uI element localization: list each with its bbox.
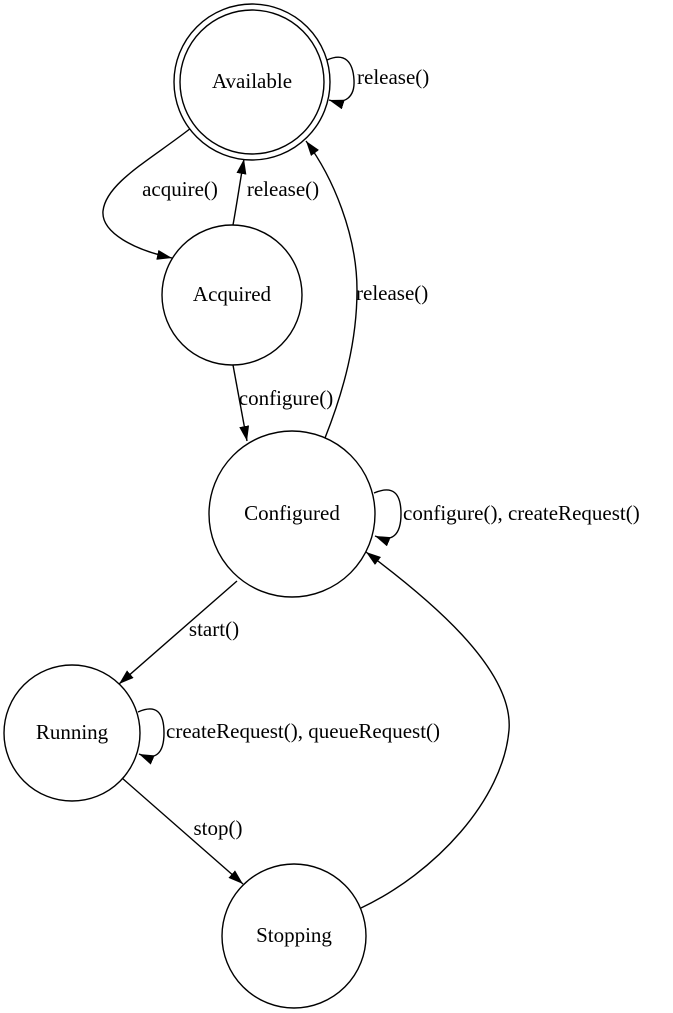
edge-path-release-configured xyxy=(305,140,358,439)
state-stopping: Stopping xyxy=(221,863,367,1009)
edge-configured-to-available: release() xyxy=(305,140,428,439)
edge-available-to-acquired: acquire() xyxy=(102,127,218,260)
state-stopping-label: Stopping xyxy=(256,923,332,947)
edge-path-configure xyxy=(232,364,250,442)
edge-path-acquire xyxy=(102,127,192,260)
edge-acquired-to-configured: configure() xyxy=(232,364,333,442)
edge-configured-to-running: start() xyxy=(118,580,239,685)
edge-available-self: release() xyxy=(326,56,429,110)
edge-acquired-to-available: release() xyxy=(232,158,319,226)
edge-label-release-self-available: release() xyxy=(357,65,429,89)
edge-path-stop xyxy=(121,777,244,885)
state-stopping-circle xyxy=(221,863,367,1009)
edge-path-configured-self xyxy=(373,489,402,547)
state-running-label: Running xyxy=(36,720,109,744)
edge-path-start xyxy=(118,580,238,685)
state-configured-label: Configured xyxy=(244,501,340,525)
edge-running-to-stopping: stop() xyxy=(121,777,244,885)
edge-label-acquire: acquire() xyxy=(142,177,218,201)
state-running-circle xyxy=(3,664,141,802)
state-available-label: Available xyxy=(212,69,292,93)
state-acquired-circle xyxy=(161,224,303,366)
edge-label-start: start() xyxy=(189,617,239,641)
state-available-inner-circle xyxy=(179,9,325,155)
state-acquired: Acquired xyxy=(161,224,303,366)
edge-running-self: createRequest(), queueRequest() xyxy=(137,708,440,765)
edge-path-available-self xyxy=(326,56,355,110)
edge-label-release-configured: release() xyxy=(356,281,428,305)
edge-label-configure: configure() xyxy=(239,386,333,410)
state-acquired-label: Acquired xyxy=(193,282,272,306)
state-configured-circle xyxy=(208,430,376,598)
edge-stopping-to-configured xyxy=(360,551,510,909)
edge-path-running-self xyxy=(137,708,165,765)
edge-configured-self: configure(), createRequest() xyxy=(373,489,640,547)
edge-label-stop: stop() xyxy=(194,816,243,840)
state-configured: Configured xyxy=(208,430,376,598)
edge-label-release-acquired: release() xyxy=(247,177,319,201)
edge-path-release-acquired xyxy=(232,158,247,226)
edge-path-stopping-to-configured xyxy=(360,551,510,909)
state-running: Running xyxy=(3,664,141,802)
edge-label-configured-self: configure(), createRequest() xyxy=(403,501,640,525)
edge-label-running-self: createRequest(), queueRequest() xyxy=(166,719,440,743)
state-available: Available xyxy=(173,3,331,161)
